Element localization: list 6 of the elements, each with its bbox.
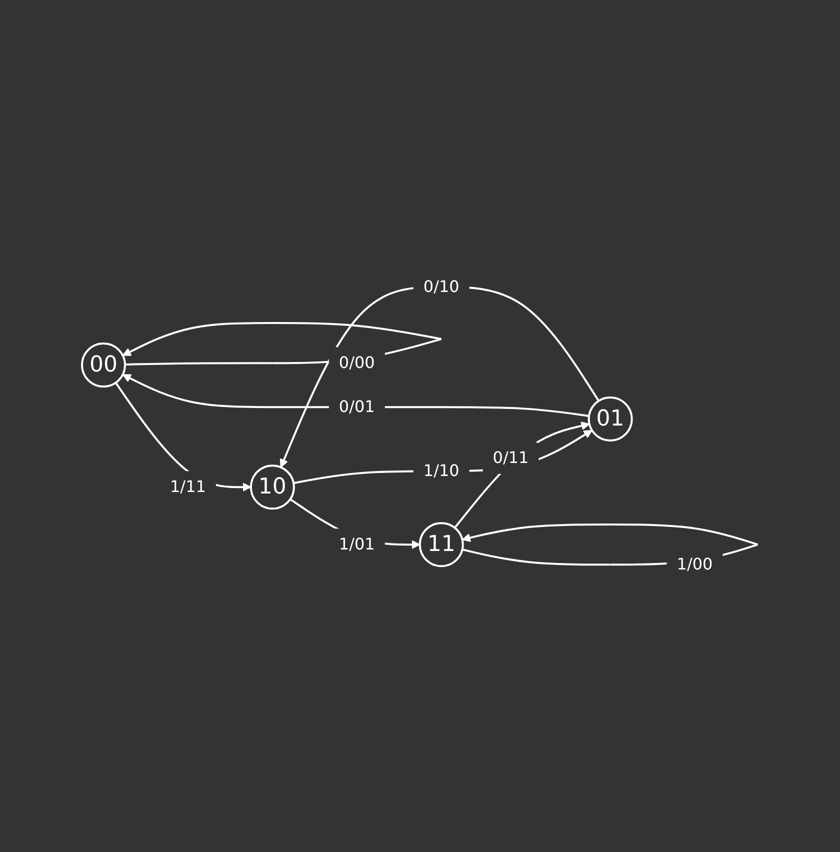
state-circle: 11 xyxy=(418,522,464,568)
state-circle: 00 xyxy=(81,342,126,388)
arrow xyxy=(462,524,758,546)
state-circle: 01 xyxy=(588,396,633,442)
arrow xyxy=(122,322,442,356)
state-circle: 10 xyxy=(250,464,295,510)
